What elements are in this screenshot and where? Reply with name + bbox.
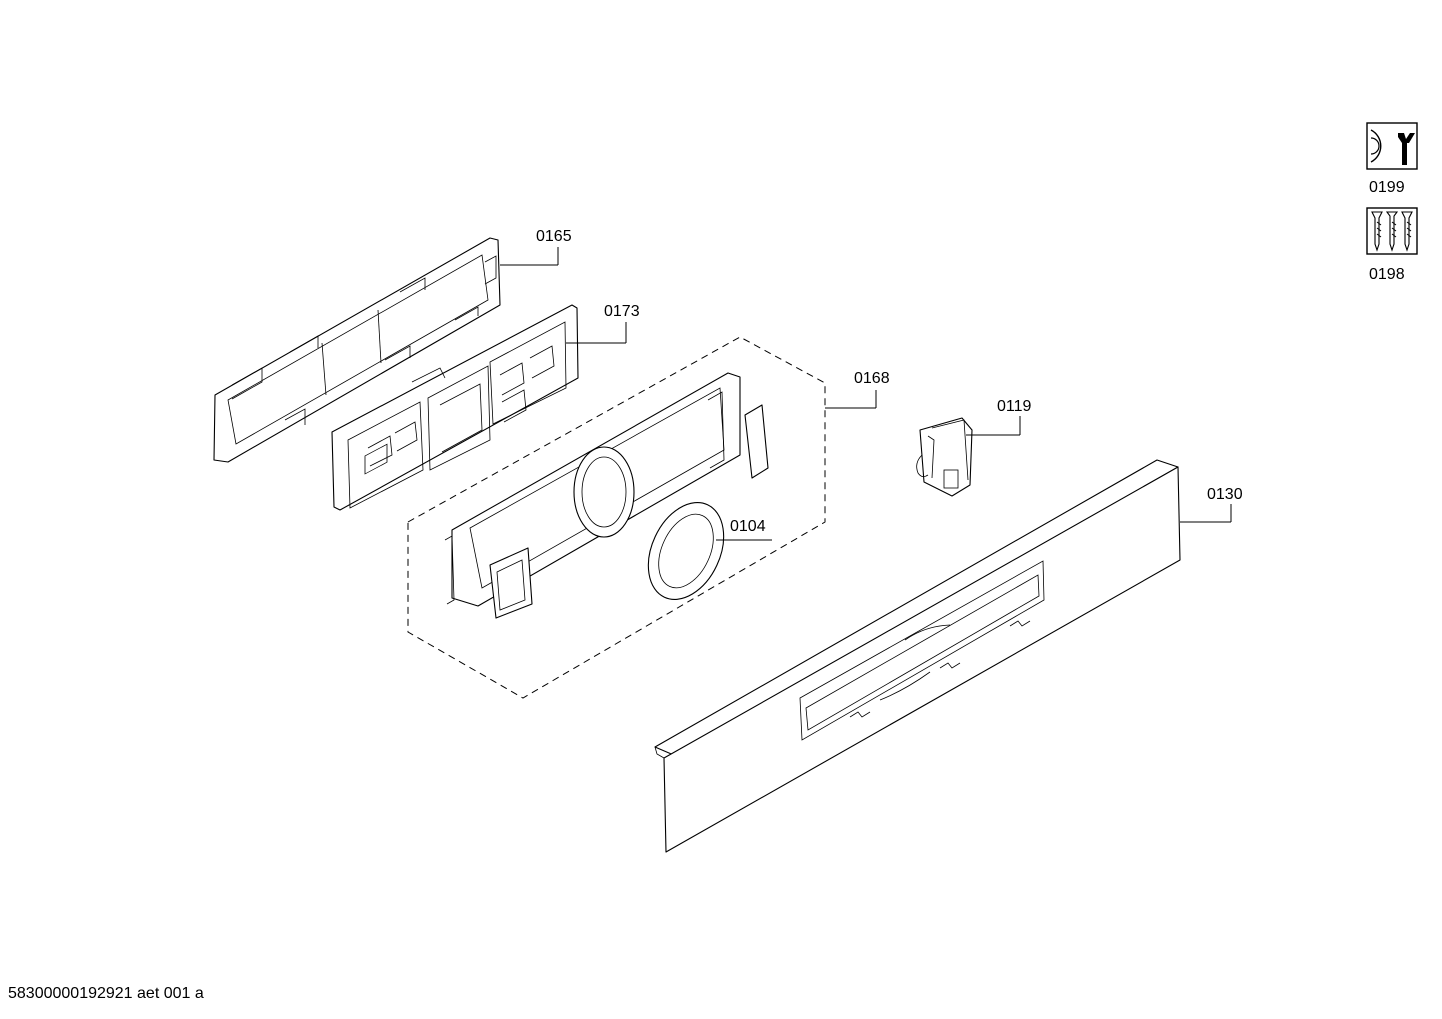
label-0168: 0168 [854,370,890,387]
part-0119-module [916,417,973,497]
part-0173-circuit-board [331,304,579,511]
screws-icon [1366,207,1418,255]
tool-wrench-icon [1366,122,1418,170]
label-0119: 0119 [997,398,1032,415]
part-0168-control-frame [444,372,769,619]
group-0168-outline [407,336,826,699]
label-0173: 0173 [604,303,640,320]
part-0165-frame [213,237,501,463]
label-0198: 0198 [1369,266,1405,283]
part-0130-fascia [654,459,1181,853]
label-0199: 0199 [1369,179,1405,196]
label-0165: 0165 [536,228,572,245]
part-0104-ring [647,502,725,600]
document-id: 58300000192921 aet 001 a [8,985,204,1002]
label-0130: 0130 [1207,486,1243,503]
label-0104: 0104 [730,518,766,535]
